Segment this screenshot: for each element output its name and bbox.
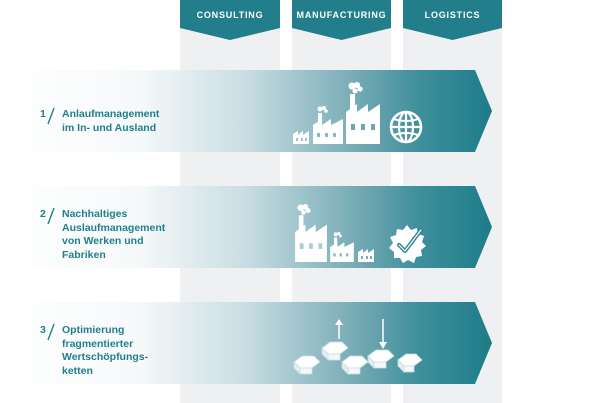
column-header-consulting: CONSULTING — [180, 0, 280, 40]
row-3-line-4: ketten — [62, 364, 93, 377]
small-factory-icon — [293, 131, 309, 144]
row-3-line-2: fragmentierter — [62, 337, 134, 350]
row-2-number: 2 — [40, 208, 46, 220]
large-factory-icon — [346, 82, 380, 144]
column-header-manufacturing: MANUFACTURING — [292, 0, 391, 40]
row-2-line-1: Nachhaltiges — [62, 208, 128, 220]
row-3-number: 3 — [40, 324, 46, 336]
row-3-line-1: Optimierung — [62, 324, 125, 336]
row-2-line-2: Auslaufmanagement — [62, 221, 166, 234]
column-header-logistics: LOGISTICS — [403, 0, 502, 40]
row-1-number: 1 — [40, 108, 46, 120]
column-header-logistics-label: LOGISTICS — [424, 10, 481, 20]
column-header-manufacturing-label: MANUFACTURING — [296, 10, 387, 20]
row-1-band: 1 Anlaufmanagement im In- und Ausland — [0, 70, 608, 152]
row-1-line-1: Anlaufmanagement — [62, 108, 160, 120]
row-2-band: 2 Nachhaltiges Auslaufmanagement von Wer… — [0, 186, 608, 268]
row-3-band: 3 Optimierung fragmentierter Wertschöpfu… — [0, 302, 608, 384]
arrow-down-icon — [379, 319, 387, 349]
slash-divider-icon — [47, 207, 55, 225]
row-1-line-2: im In- und Ausland — [62, 121, 157, 134]
small-factory-icon — [358, 249, 374, 262]
medium-factory-icon — [313, 106, 343, 144]
large-factory-icon — [295, 204, 327, 262]
value-chain-blocks-icon — [293, 341, 423, 375]
checkmark-badge-icon — [389, 225, 426, 263]
column-header-consulting-label: CONSULTING — [196, 10, 264, 20]
medium-factory-icon — [330, 232, 354, 262]
row-2-line-3: von Werken und — [62, 235, 144, 247]
arrow-up-icon — [335, 319, 343, 339]
row-3-line-3: Wertschöpfungs- — [62, 351, 149, 363]
slash-divider-icon — [47, 323, 55, 341]
globe-icon — [389, 110, 423, 144]
slash-divider-icon — [47, 107, 55, 125]
row-2-line-4: Fabriken — [62, 248, 106, 261]
